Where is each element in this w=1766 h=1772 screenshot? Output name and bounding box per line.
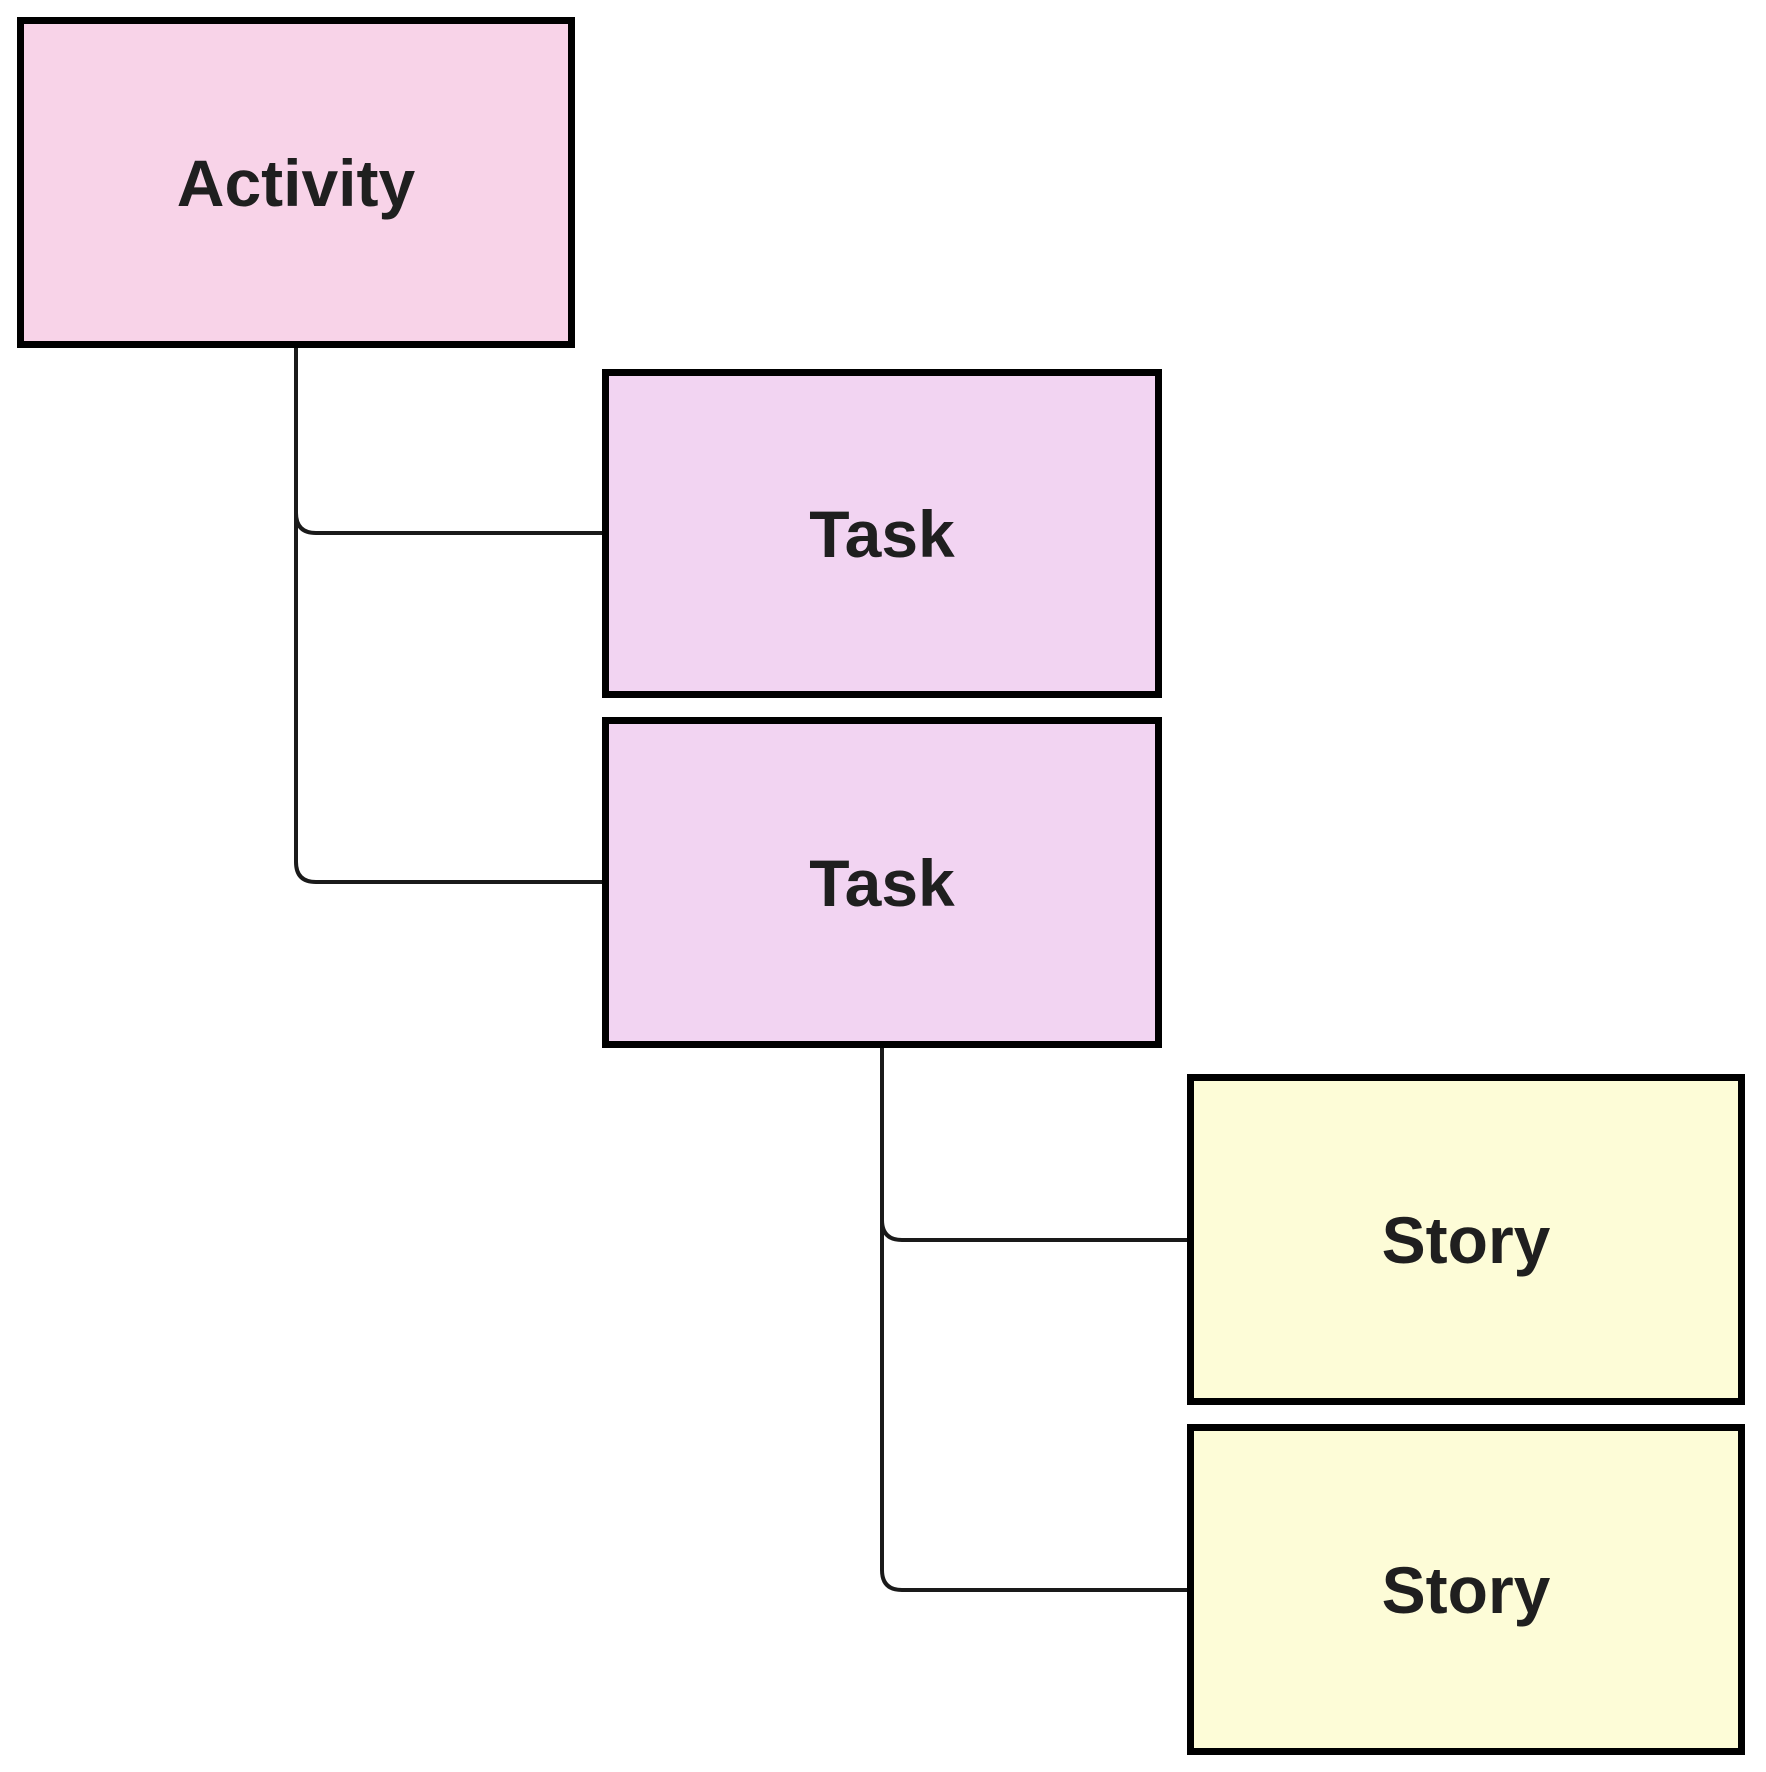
edge-task-2-story-1 xyxy=(880,1048,1187,1242)
node-task-2-label: Task xyxy=(809,845,955,920)
node-activity-label: Activity xyxy=(176,145,416,220)
node-task-1-label: Task xyxy=(809,496,955,571)
node-story-2-label: Story xyxy=(1381,1552,1551,1627)
edge-activity-task-2 xyxy=(294,348,602,884)
node-story-1: Story xyxy=(1187,1074,1745,1405)
node-story-1-label: Story xyxy=(1381,1202,1551,1277)
node-task-2: Task xyxy=(602,717,1162,1048)
node-activity: Activity xyxy=(17,17,575,348)
node-task-1: Task xyxy=(602,369,1162,698)
edge-task-2-story-2 xyxy=(880,1048,1187,1592)
edge-activity-task-1 xyxy=(294,348,602,535)
node-story-2: Story xyxy=(1187,1424,1745,1755)
